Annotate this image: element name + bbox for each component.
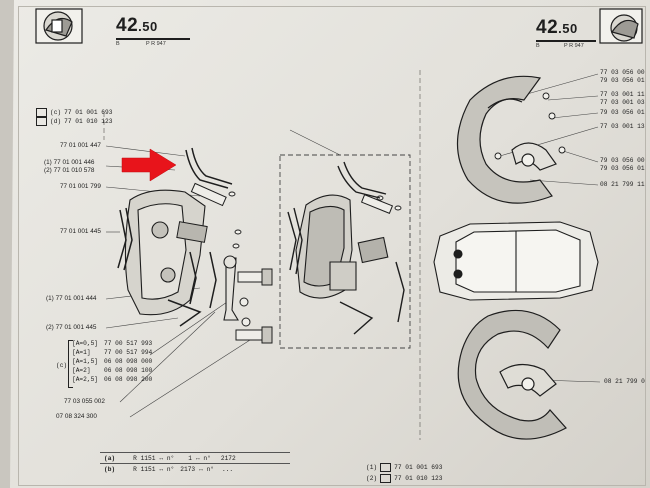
part-label: (1) 77 01 001 444 bbox=[46, 295, 97, 302]
footer-row-a: (a) R 1151 ↔ n° 1 ↔ n° 2172 bbox=[104, 455, 236, 462]
chassis-icon: ↔ n° bbox=[159, 455, 175, 462]
shim-row-a: [A=2,5] bbox=[72, 376, 98, 383]
part-label: 07 08 324 300 bbox=[56, 413, 97, 420]
shim-table-mark: (c) bbox=[56, 362, 68, 369]
variant-box-icon bbox=[380, 463, 392, 472]
header-rule-right bbox=[536, 40, 596, 42]
footer-rule bbox=[100, 452, 290, 453]
top-ref-code: 77 01 010 123 bbox=[64, 118, 113, 125]
part-label: 77 01 001 447 bbox=[60, 142, 101, 149]
shim-row-a: [A=1,5] bbox=[72, 358, 98, 365]
part-label: (2) 77 01 001 445 bbox=[46, 324, 97, 331]
header-sub-b-right: B bbox=[536, 43, 540, 49]
header-sub-ref-right: P R 947 bbox=[564, 43, 584, 49]
footer-rule bbox=[100, 463, 290, 464]
page-number-left: 42.50 bbox=[116, 15, 158, 36]
top-ref-row-c: (c) 77 01 001 693 bbox=[36, 108, 112, 117]
top-ref-mark: (c) bbox=[50, 109, 62, 116]
header-sub-b-left: B bbox=[116, 41, 120, 47]
header-rule-left bbox=[116, 38, 190, 40]
shim-row-code: 06 08 098 100 bbox=[104, 367, 153, 374]
footer-right-row-2: (2) 77 01 010 123 bbox=[366, 474, 443, 483]
top-ref-code: 77 01 001 693 bbox=[64, 109, 113, 116]
variant-box-icon bbox=[36, 108, 47, 117]
part-label: 77 03 055 002 bbox=[64, 398, 105, 405]
chassis-icon: ↔ n° bbox=[199, 466, 214, 473]
red-arrow-icon bbox=[121, 148, 177, 182]
shim-row-a: [A=1] bbox=[72, 349, 91, 356]
part-label: 77 01 001 799 bbox=[60, 183, 101, 190]
header-thumbnail-left bbox=[35, 8, 83, 44]
shim-row-a: [A=0,5] bbox=[72, 340, 98, 347]
right-code-group: 79 03 056 01 bbox=[600, 109, 645, 116]
shim-row-code: 77 00 517 993 bbox=[104, 340, 153, 347]
part-label: (1) 77 01 001 446 bbox=[44, 159, 95, 166]
car-outline-icon bbox=[433, 221, 599, 301]
header-thumbnail-right bbox=[599, 8, 643, 44]
shim-row-code: 06 08 098 000 bbox=[104, 358, 153, 365]
footer-row-b: (b) R 1151 ↔ n° 2173 ↔ n° ... bbox=[104, 466, 234, 473]
chassis-icon: ↔ n° bbox=[196, 455, 211, 462]
footer-right-row-1: (1) 77 01 001 693 bbox=[366, 463, 443, 472]
shim-row-code: 77 00 517 994 bbox=[104, 349, 153, 356]
right-code-group: 08 21 799 11 bbox=[600, 181, 645, 188]
part-label: 77 01 001 445 bbox=[60, 228, 101, 235]
shim-row-code: 06 08 098 200 bbox=[104, 376, 153, 383]
part-label: (2) 77 01 010 578 bbox=[44, 167, 95, 174]
page-frame bbox=[18, 6, 646, 486]
shim-row-a: [A=2] bbox=[72, 367, 91, 374]
header-sub-ref-left: P R 947 bbox=[146, 41, 166, 47]
variant-box-icon bbox=[36, 117, 47, 126]
variant-box-icon bbox=[380, 474, 392, 483]
chassis-icon: ↔ n° bbox=[159, 466, 175, 473]
page-number-right: 42.50 bbox=[536, 17, 578, 38]
top-ref-row-d: (d) 77 01 010 123 bbox=[36, 117, 112, 126]
top-ref-mark: (d) bbox=[50, 118, 62, 125]
shim-table-brace bbox=[68, 340, 73, 388]
right-code-group: 77 03 001 13 bbox=[600, 123, 645, 130]
right-code-group: 08 21 799 0 bbox=[604, 378, 645, 385]
